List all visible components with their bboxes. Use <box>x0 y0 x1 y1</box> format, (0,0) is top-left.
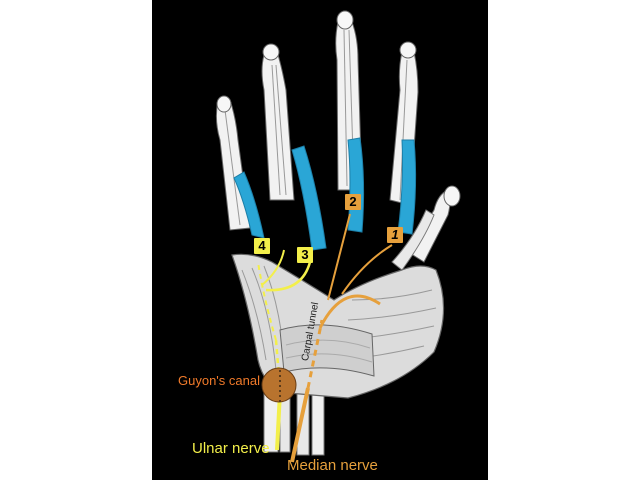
median-nerve-path <box>290 213 393 463</box>
badge-3: 3 <box>297 247 313 263</box>
badge-4: 4 <box>254 238 270 254</box>
ulnar-nerve-label: Ulnar nerve <box>192 440 270 457</box>
finger-ring <box>261 43 295 201</box>
badge-1: 1 <box>387 227 403 243</box>
guyon-canal <box>261 367 297 403</box>
median-nerve-label: Median nerve <box>287 457 378 474</box>
lumbrical-muscles <box>233 137 417 251</box>
thumb <box>391 185 461 271</box>
finger-little <box>215 95 251 231</box>
anatomy-illustration: Guyon's canal Ulnar nerve Median nerve C… <box>152 0 488 480</box>
guyon-canal-label: Guyon's canal <box>178 373 260 388</box>
badge-2: 2 <box>345 194 361 210</box>
palm-musculature <box>231 253 445 399</box>
hand-diagram <box>215 10 461 463</box>
